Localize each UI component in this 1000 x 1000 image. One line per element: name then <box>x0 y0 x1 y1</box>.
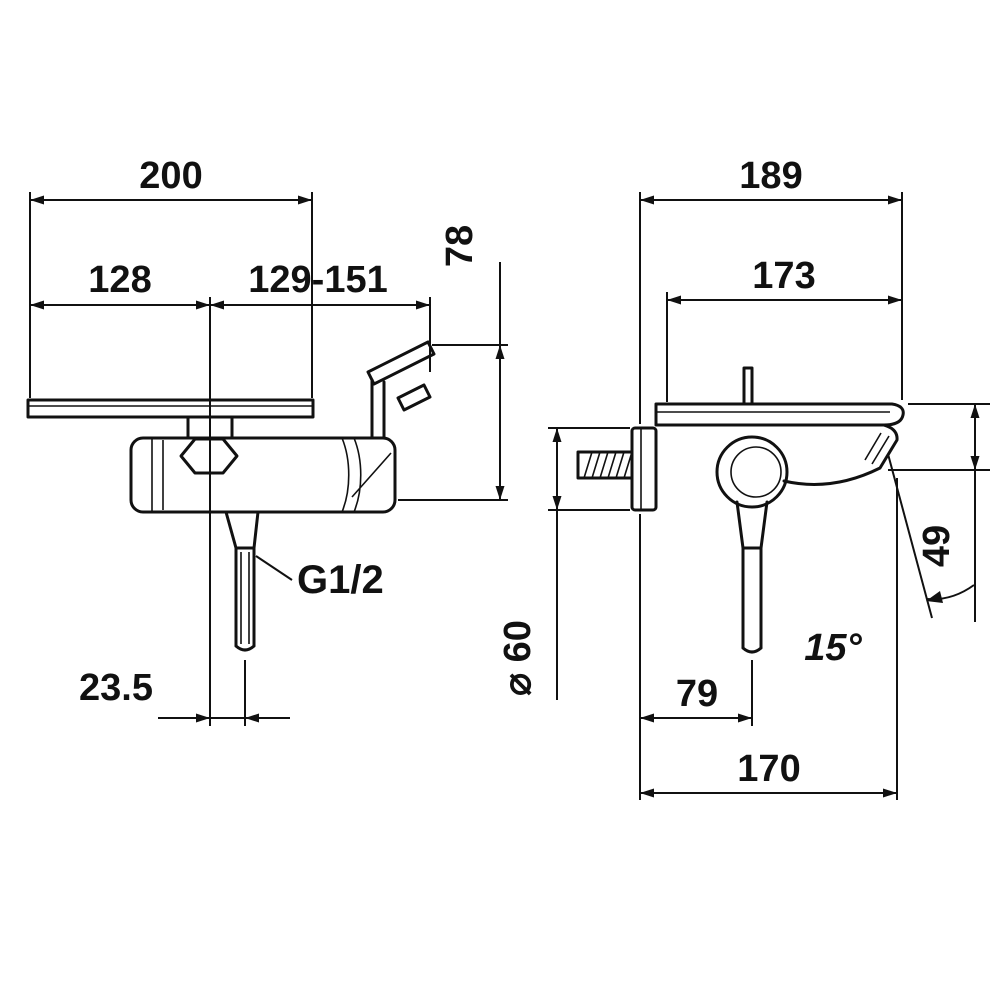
dimensions-front-view: 200 128 129-151 78 23.5 G1/2 <box>29 155 508 726</box>
dim-outlet-offset-label: 23.5 <box>79 667 153 709</box>
escutcheon-flange <box>630 426 658 512</box>
thread-leader-line <box>255 555 293 581</box>
dim-wall-to-outlet-label: 79 <box>676 673 718 715</box>
mixer-body-front <box>129 436 397 514</box>
wall-nipple <box>576 450 634 480</box>
lever-pin-side <box>742 366 754 406</box>
dim-spout-angle: 15° <box>804 453 975 669</box>
spout-side <box>782 423 899 486</box>
dim-depth-total-label: 189 <box>739 155 802 197</box>
dim-flange-diameter-label: ⌀ 60 <box>497 620 539 696</box>
dim-width-total-label: 200 <box>139 155 202 197</box>
dim-flange-diameter: ⌀ 60 <box>497 428 562 700</box>
outlet-spout-side <box>735 500 769 654</box>
dim-spout-drop-label: 49 <box>916 525 958 567</box>
dimensions-side-view: 189 173 49 15° ⌀ 60 <box>497 155 990 800</box>
mixer-body-side <box>715 435 789 509</box>
dim-wall-to-outlet: 79 <box>640 673 752 723</box>
hex-nut <box>179 437 239 475</box>
dim-outlet-offset: 23.5 <box>79 667 290 723</box>
thread-label: G1/2 <box>297 558 384 602</box>
dim-wall-to-spout: 170 <box>640 748 897 798</box>
shelf-plate-side <box>654 402 905 427</box>
dim-width-total: 200 <box>30 155 312 205</box>
shelf-plate-front <box>26 398 315 419</box>
dim-height-78: 78 <box>439 225 505 500</box>
dim-width-to-center-label: 128 <box>88 259 151 301</box>
dim-handle-range-label: 129-151 <box>248 259 387 301</box>
front-view <box>26 340 436 652</box>
dim-shelf-depth: 173 <box>667 255 902 305</box>
dim-wall-to-spout-label: 170 <box>737 748 800 790</box>
dim-width-split: 128 129-151 <box>30 259 430 310</box>
side-view <box>576 366 905 654</box>
dim-depth-total: 189 <box>640 155 902 205</box>
outlet-spout-front <box>224 510 260 652</box>
dim-spout-drop: 49 <box>916 404 980 622</box>
dim-shelf-depth-label: 173 <box>752 255 815 297</box>
shelf-connector <box>186 415 234 440</box>
dim-height-78-label: 78 <box>439 225 481 267</box>
handle-lever-front <box>366 340 436 440</box>
dim-spout-angle-label: 15° <box>804 627 862 669</box>
